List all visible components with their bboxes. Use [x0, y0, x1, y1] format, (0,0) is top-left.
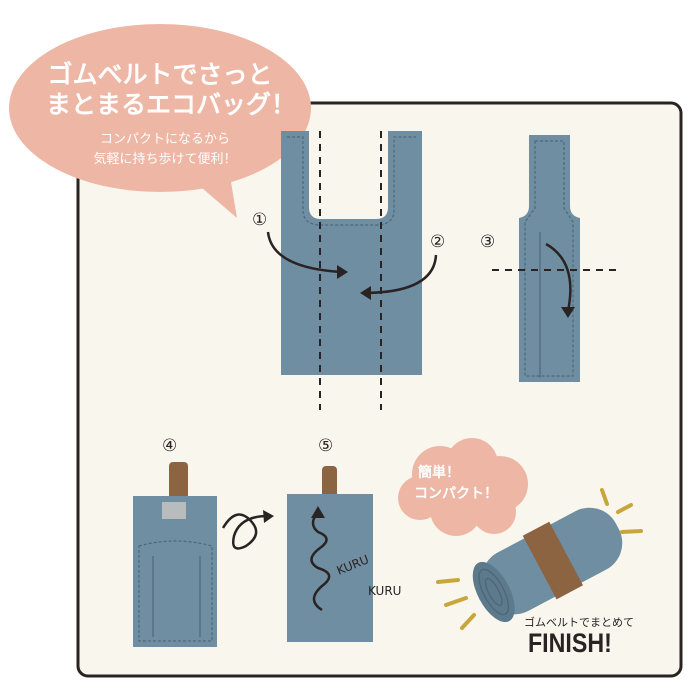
step-number-3: ③: [480, 232, 496, 252]
cloud-text-line-1: 簡単！: [418, 465, 460, 481]
bag-flat: [281, 131, 422, 410]
bag-folded-half: [133, 462, 217, 647]
bag-rolled-finished: [472, 507, 623, 623]
headline-line-2: まとまるエコバッグ！: [45, 90, 296, 119]
headline-line-1: ゴムベルトでさっと: [47, 60, 273, 89]
sparkle-lines: [436, 488, 643, 630]
step-number-1: ①: [252, 210, 268, 230]
kuru-label-2: KURU: [368, 584, 402, 598]
finish-caption: ゴムベルトでまとめて: [524, 616, 634, 629]
bag-rolling: [287, 466, 373, 642]
arrow-fold-3: [545, 242, 575, 318]
step-number-4: ④: [162, 436, 178, 456]
bag-folded-thirds: [492, 135, 622, 382]
arrow-fold-2: [360, 254, 438, 300]
arrow-fold-1: [266, 231, 348, 279]
step-number-2: ②: [430, 232, 446, 252]
finish-label: FINISH!: [528, 628, 612, 658]
speech-bubble: [9, 24, 311, 218]
subtext-line-1: コンパクトになるから: [99, 132, 230, 147]
arrow-roll: [221, 510, 274, 550]
cloud-bubble: [398, 438, 528, 536]
step-number-5: ⑤: [318, 436, 334, 456]
cloud-text-line-2: コンパクト！: [414, 486, 498, 502]
subtext-line-2: 気軽に持ち歩けて便利！: [93, 152, 237, 167]
